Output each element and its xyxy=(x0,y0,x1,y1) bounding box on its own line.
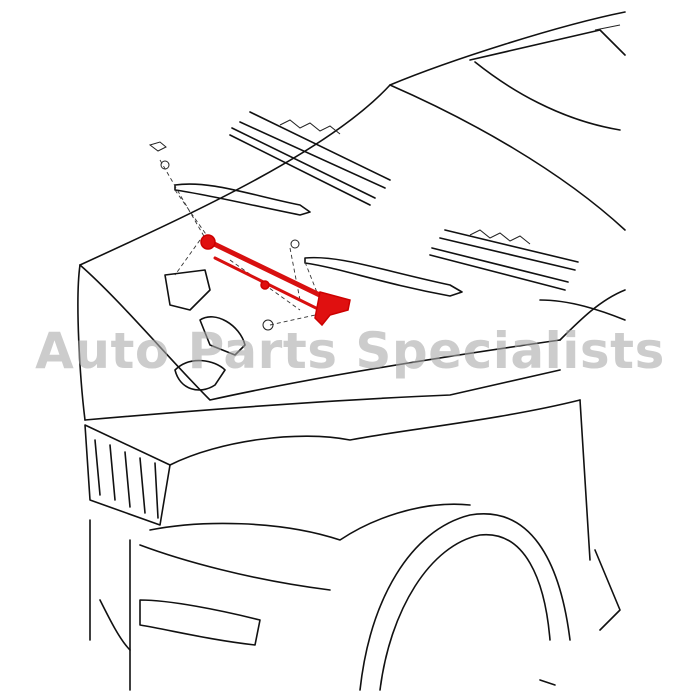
wiper-linkage-highlight xyxy=(200,234,351,327)
front-fender xyxy=(89,399,621,691)
watermark-text: Auto Parts Specialists xyxy=(35,322,665,380)
leader-lines xyxy=(159,159,321,326)
windshield xyxy=(79,11,626,266)
hood xyxy=(77,264,626,421)
wiper-arm-right xyxy=(304,256,463,297)
wiper-blade-left xyxy=(229,111,391,206)
wiper-arm-left xyxy=(174,183,311,216)
grille xyxy=(84,424,171,526)
wiper-blade-right xyxy=(429,229,579,291)
